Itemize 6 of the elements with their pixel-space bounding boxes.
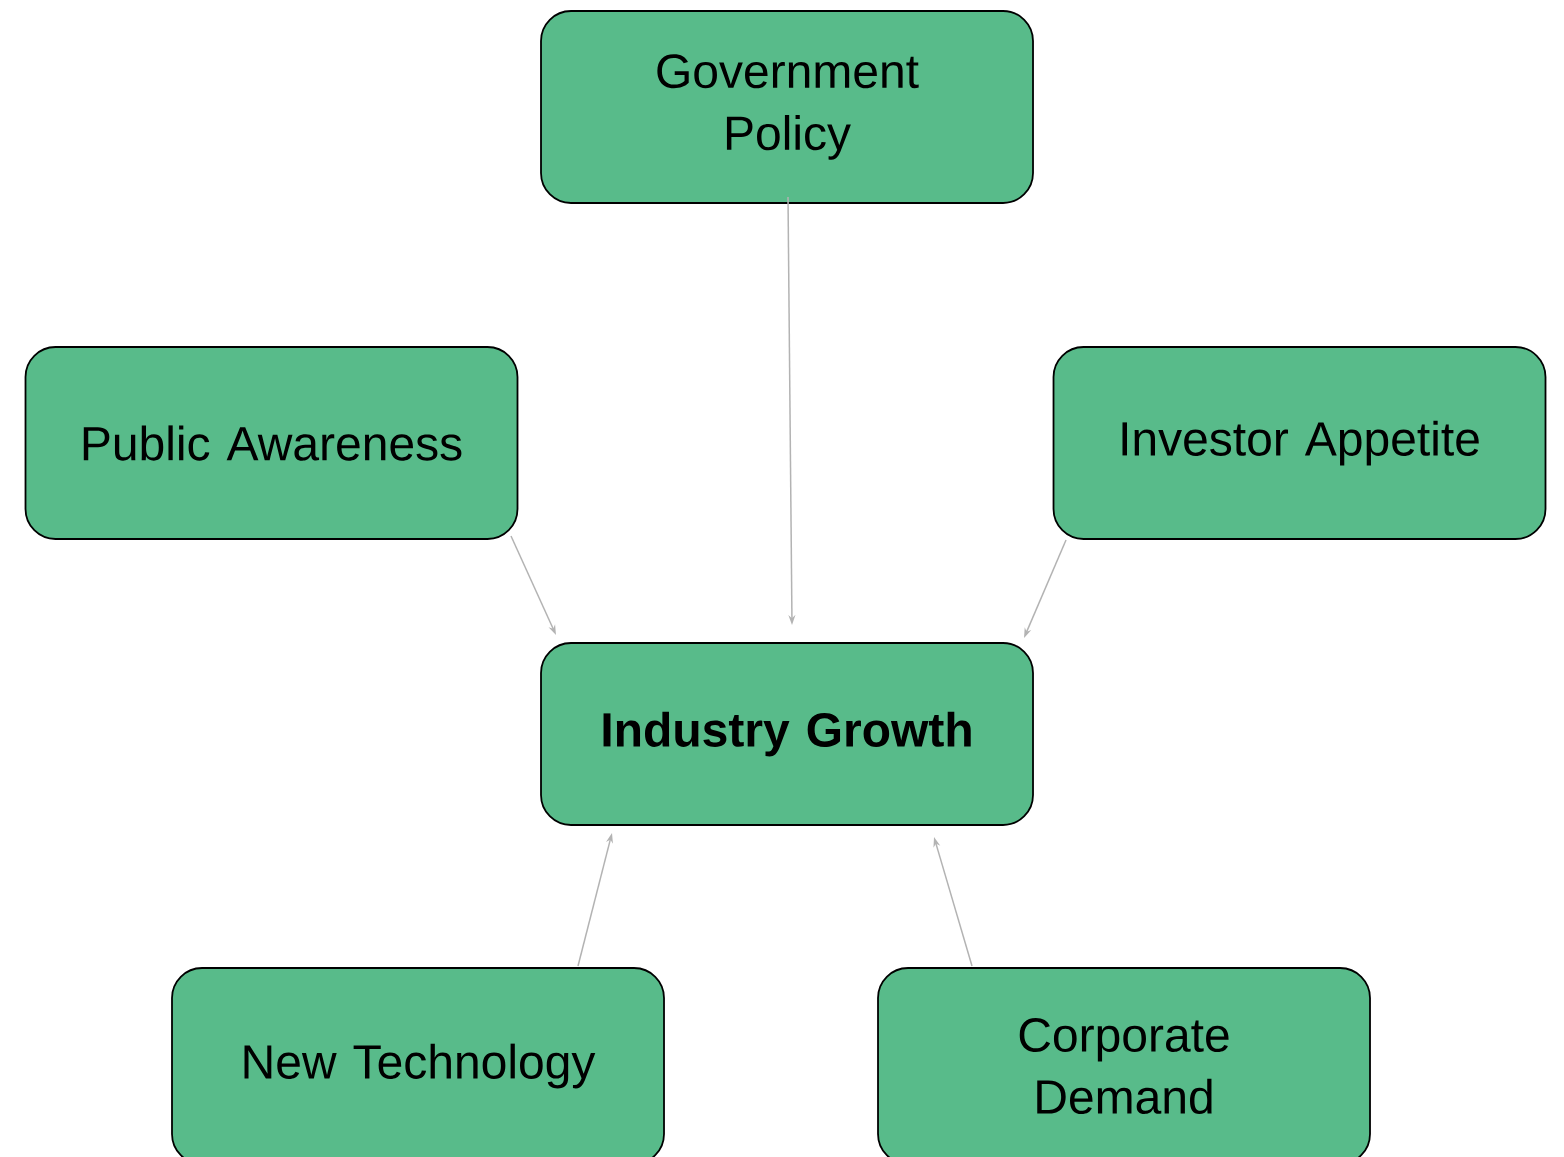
process-box: Corporate Demand (877, 967, 1371, 1157)
process-box: Government Policy (540, 10, 1034, 204)
process-box: Industry Growth (540, 642, 1034, 826)
process-box: Public Awareness (24, 346, 519, 540)
process-box: Investor Appetite (1052, 346, 1547, 540)
process-box: New Technology (171, 967, 665, 1157)
